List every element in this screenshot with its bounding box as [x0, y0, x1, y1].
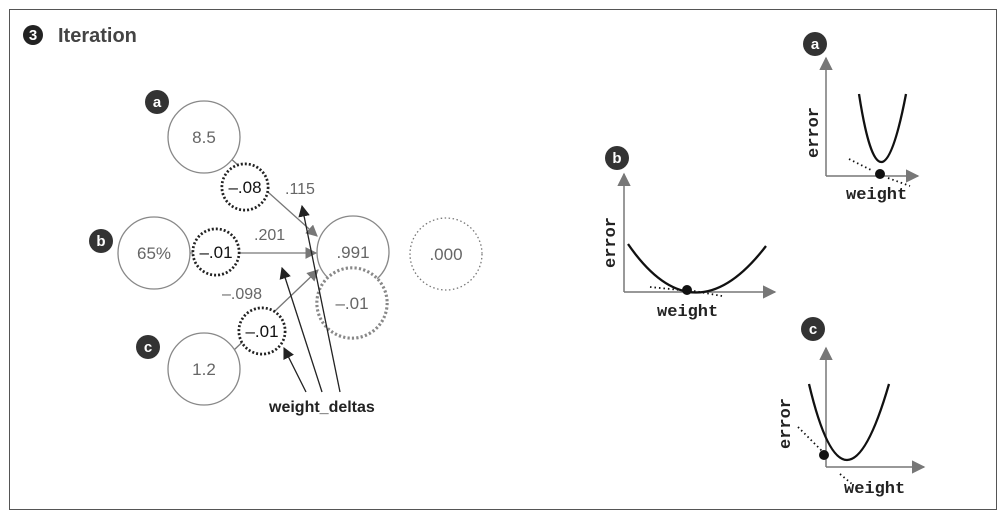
svg-text:a: a: [811, 36, 820, 53]
svg-text:error: error: [805, 107, 824, 158]
svg-text:.991: .991: [336, 243, 369, 262]
svg-text:error: error: [602, 217, 621, 268]
svg-text:65%: 65%: [137, 244, 171, 263]
input-badge-c: c: [136, 335, 160, 359]
plot-badge-a: [803, 32, 827, 56]
pointer-arrow-b: [279, 266, 323, 393]
weight-delta-node-c: –.01: [237, 306, 287, 356]
weight-label-c: –.098: [222, 286, 262, 303]
input-node-b: 65%: [117, 216, 191, 290]
svg-text:c: c: [809, 321, 817, 338]
prediction-node: .991: [316, 215, 390, 289]
plot-c: c error weight: [777, 317, 926, 499]
delta-node: –.01: [315, 266, 389, 340]
input-node-a: 8.5: [167, 100, 241, 174]
svg-text:1.2: 1.2: [192, 360, 216, 379]
input-badge-b: b: [89, 229, 113, 253]
step-badge: 3: [23, 25, 43, 45]
svg-text:weight: weight: [844, 480, 905, 499]
plot-b: b error weight: [602, 146, 777, 322]
page-title: Iteration: [58, 25, 137, 47]
svg-text:weight: weight: [846, 186, 907, 205]
plot-badge-c: [801, 317, 825, 341]
svg-text:weight: weight: [657, 303, 718, 322]
svg-text:c: c: [144, 339, 152, 356]
svg-text:b: b: [612, 150, 621, 167]
pointer-arrow-c: [283, 346, 307, 393]
svg-text:.000: .000: [429, 245, 462, 264]
svg-text:a: a: [153, 94, 162, 111]
plot-a: a error weight: [803, 32, 920, 205]
svg-text:–.08: –.08: [228, 178, 261, 197]
plot-badge-b: [605, 146, 629, 170]
weight-delta-node-b: –.01: [191, 227, 241, 277]
weight-deltas-label: weight_deltas: [268, 399, 375, 416]
weight-label-a: .115: [285, 181, 315, 198]
error-node: .000: [409, 217, 483, 291]
svg-text:–.01: –.01: [199, 243, 232, 262]
input-badge-a: a: [145, 90, 169, 114]
svg-text:8.5: 8.5: [192, 128, 216, 147]
pointer-arrow-a: [298, 204, 341, 393]
weight-delta-node-a: –.08: [220, 162, 270, 212]
svg-text:3: 3: [29, 27, 37, 44]
svg-text:–.01: –.01: [245, 322, 278, 341]
svg-text:b: b: [96, 233, 105, 250]
svg-text:error: error: [777, 398, 796, 449]
svg-text:–.01: –.01: [335, 294, 368, 313]
weight-label-b: .201: [254, 227, 285, 244]
input-node-c: 1.2: [167, 332, 241, 406]
